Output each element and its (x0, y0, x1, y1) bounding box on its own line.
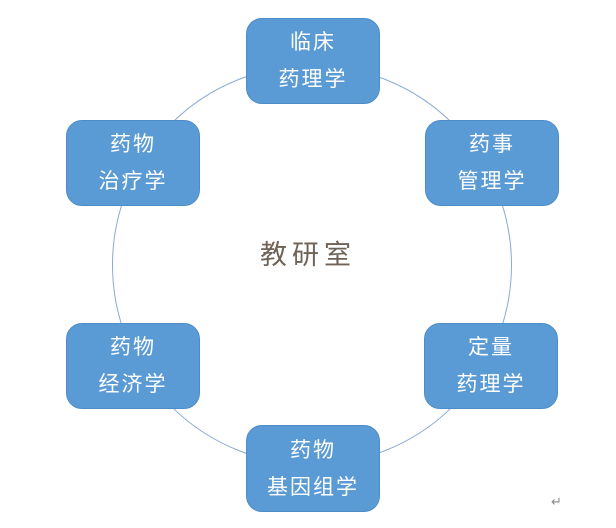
node-label-line: 药事 (469, 132, 515, 156)
diagram-node-quantitative-pharmacology: 定量 药理学 (424, 323, 558, 409)
diagram-node-clinical-pharmacology: 临床 药理学 (246, 18, 380, 104)
node-label-line: 药物 (110, 132, 156, 156)
node-label-line: 药物 (110, 335, 156, 359)
node-label-line: 药理学 (456, 372, 526, 396)
center-label: 教研室 (260, 240, 356, 270)
node-label-line: 定量 (468, 335, 514, 359)
node-label-line: 经济学 (98, 372, 168, 396)
diagram-node-pharmacotherapeutics: 药物 治疗学 (66, 120, 200, 206)
node-label-line: 药物 (290, 437, 336, 462)
diagram-node-pharmacogenomics: 药物 基因组学 (246, 425, 380, 512)
node-label-line: 治疗学 (98, 169, 168, 193)
diagram-node-pharmacy-administration: 药事 管理学 (425, 120, 559, 206)
node-label-line: 临床 (290, 30, 336, 54)
node-label-line: 管理学 (457, 169, 527, 193)
node-label-line: 药理学 (278, 67, 348, 91)
paragraph-mark-icon: ↵ (551, 495, 562, 510)
diagram-node-pharmacoeconomics: 药物 经济学 (66, 323, 200, 409)
node-label-line: 基因组学 (267, 474, 359, 499)
